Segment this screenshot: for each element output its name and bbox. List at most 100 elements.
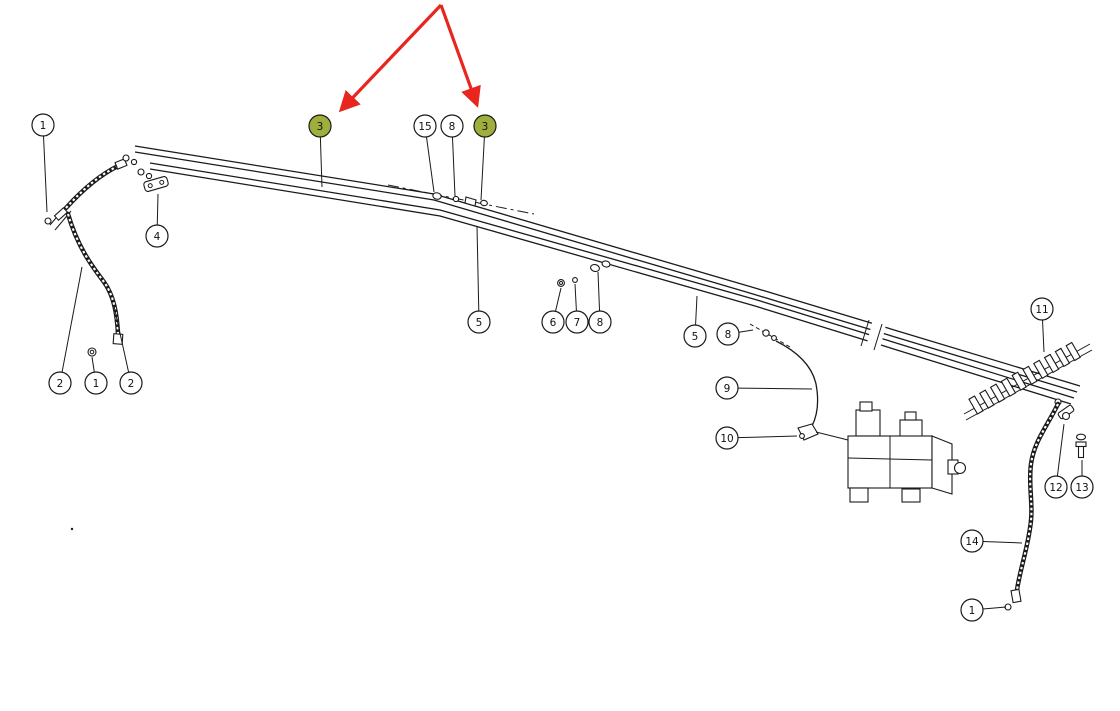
balloon-leader-line [425,136,435,193]
part-balloon-8[interactable]: 8 [716,322,754,346]
balloon-leader-line [737,435,798,439]
balloon-leader-line [555,287,562,312]
part-balloon-6[interactable]: 6 [541,287,565,334]
balloon-leader-line [476,225,480,312]
part-balloon-2[interactable]: 2 [48,266,83,395]
part-balloon-1[interactable]: 1 [960,598,1007,622]
balloon-number: 1 [969,605,976,617]
balloon-circle [960,598,984,622]
balloon-circle [541,310,565,334]
balloon-leader-line [1056,423,1065,477]
pointer-arrows-layer [338,3,481,113]
balloon-circle [588,310,612,334]
balloon-leader-line [156,193,159,226]
part-balloon-4[interactable]: 4 [145,193,169,248]
part-balloon-15[interactable]: 15 [413,114,437,193]
balloon-leader-line [982,540,1023,544]
part-balloon-7[interactable]: 7 [565,283,589,334]
part-balloon-5[interactable]: 5 [467,225,491,334]
balloon-circle [715,376,739,400]
balloon-circle [1044,475,1068,499]
part-balloon-13[interactable]: 13 [1070,460,1094,499]
balloon-number: 8 [449,121,456,133]
balloon-leader-line [982,606,1007,610]
coupling-assembly [387,184,535,215]
balloon-number: 12 [1049,482,1062,494]
part-balloon-1[interactable]: 1 [84,356,108,395]
part-balloon-5[interactable]: 5 [683,295,707,348]
balloon-number: 10 [720,433,733,445]
olive-ring [44,217,52,225]
hose-left-upper [63,158,128,211]
balloon-leader-line [319,136,323,188]
pipe-end-fittings-left [122,154,153,180]
balloon-leader-line [1042,319,1045,353]
balloon-number: 3 [317,121,324,133]
balloon-number: 2 [128,378,135,390]
balloon-leader-line [91,356,95,373]
balloon-circle [1070,475,1094,499]
balloon-number: 9 [724,383,731,395]
balloon-circle [960,529,984,553]
part-balloon-3[interactable]: 3 [473,114,497,201]
balloon-leader-line [738,329,754,333]
balloon-circle [715,426,739,450]
balloon-number: 13 [1075,482,1088,494]
balloon-circle [467,310,491,334]
part-balloon-3[interactable]: 3 [308,114,332,188]
balloon-circle [145,224,169,248]
balloon-circle [565,310,589,334]
formed-pipe-9 [775,340,819,427]
part-balloon-1[interactable]: 1 [31,113,55,213]
balloon-number: 3 [482,121,489,133]
part-balloon-10[interactable]: 10 [715,426,798,450]
pipe-line-3 [149,162,1075,399]
hose-right-14 [1004,398,1062,611]
mid-fittings [557,260,611,287]
balloon-leader-line [695,295,698,326]
part-balloon-8[interactable]: 8 [440,114,464,197]
balloon-leader-line [113,305,130,373]
pipe9-inlet-fitting [749,323,791,348]
balloon-number: 11 [1035,304,1048,316]
balloon-leader-line [574,283,577,312]
red-pointer-arrow [338,3,443,113]
balloon-leader-line [597,271,601,312]
red-pointer-arrow [439,4,481,108]
balloon-leader-line [451,136,456,197]
balloon-number: 7 [574,317,581,329]
balloon-number: 5 [476,317,483,329]
balloon-number: 6 [550,317,557,329]
balloon-leader-line [61,266,83,373]
balloon-circle [413,114,437,138]
hose-clamp-12 [1057,404,1075,421]
balloon-circle [716,322,740,346]
balloon-number: 1 [93,378,100,390]
small-dot [70,527,74,531]
balloon-number: 2 [57,378,64,390]
balloon-number: 8 [725,329,732,341]
part-balloon-14[interactable]: 14 [960,529,1023,553]
balloon-circle [1030,297,1054,321]
part-balloon-8[interactable]: 8 [588,271,612,334]
balloon-circle [440,114,464,138]
balloon-leader-line [480,136,485,201]
hose-washer-ring [87,347,97,357]
balloon-number: 4 [154,231,161,243]
part-balloon-11[interactable]: 11 [1030,297,1054,353]
part-balloon-12[interactable]: 12 [1044,423,1068,499]
hose-left-lower [65,211,124,345]
balloon-leader-line [43,135,48,213]
pipe-line-2 [134,151,1078,393]
pipe-line-1 [134,145,1081,387]
main-pipes [134,145,1081,405]
pipe-break-symbol [860,317,887,355]
balloon-circle [84,371,108,395]
balloon-leader-line [737,387,813,390]
part-balloon-9[interactable]: 9 [715,376,813,400]
part-balloon-2[interactable]: 2 [113,305,143,395]
washer-bolt-13 [1075,433,1087,459]
elbow-fitting-10 [797,423,849,441]
